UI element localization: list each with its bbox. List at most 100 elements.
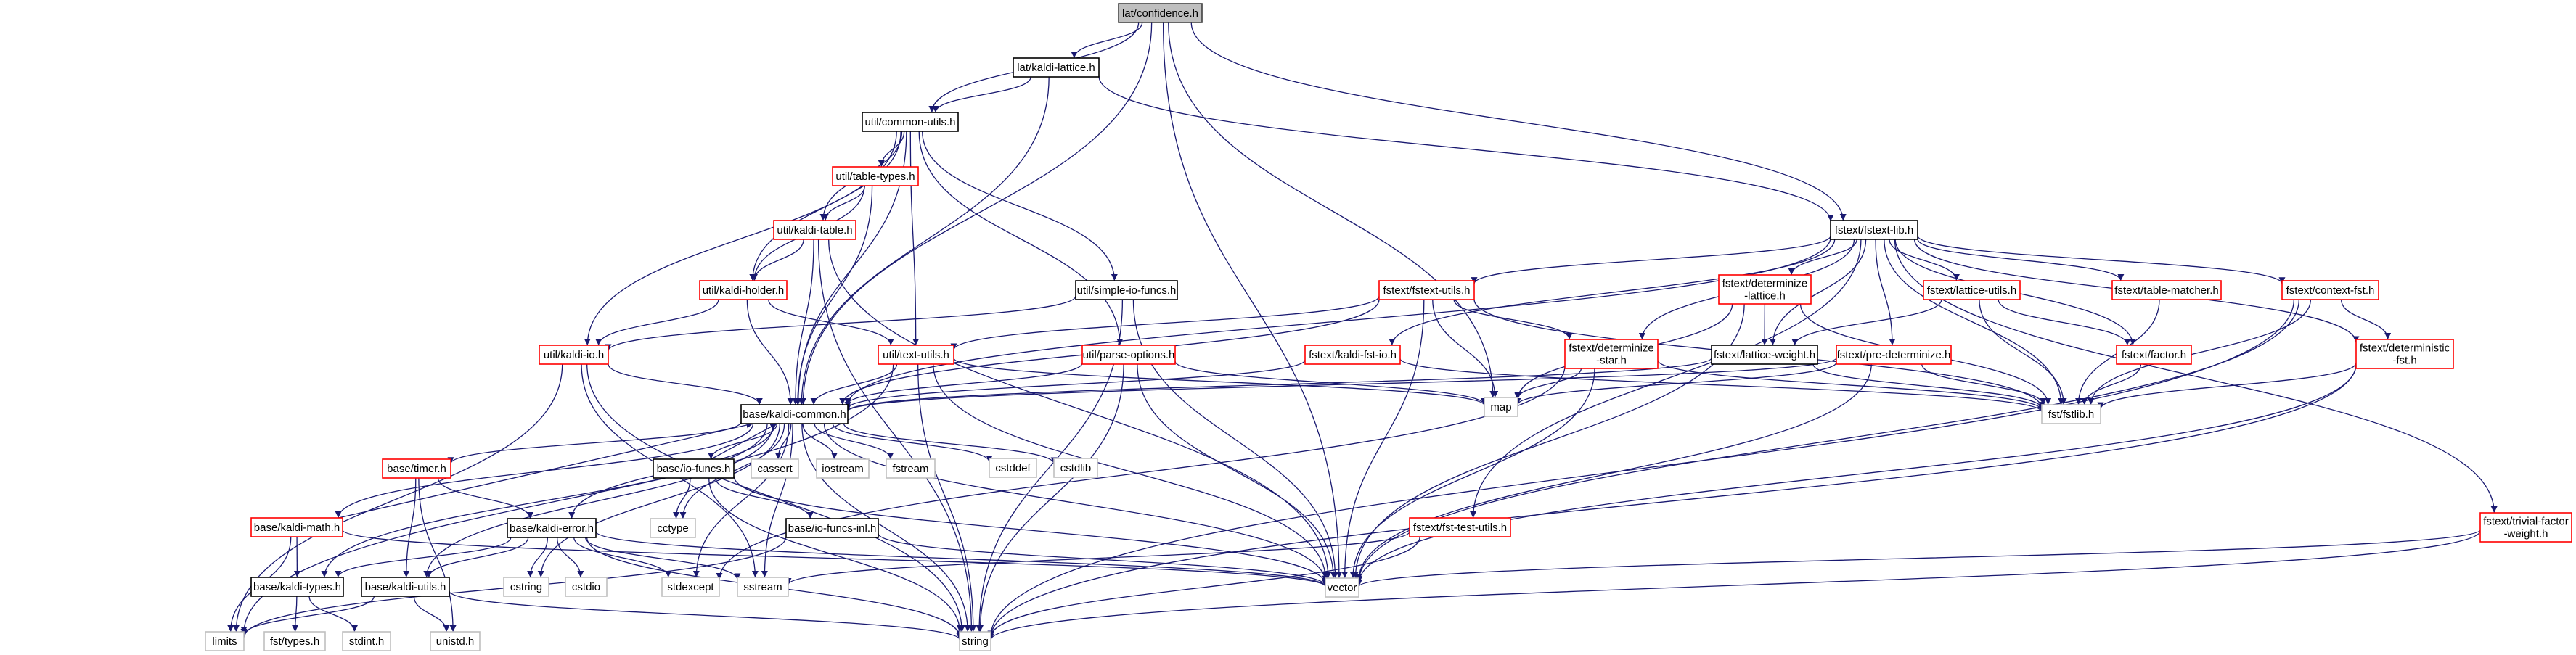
node-box — [382, 458, 451, 479]
node-fst-test-utils[interactable]: fstext/fst-test-utils.h — [1409, 517, 1511, 537]
edge-common-utils-to-table-types — [878, 131, 905, 168]
node-label: cstring — [510, 581, 542, 593]
node-kaldi-types[interactable]: base/kaldi-types.h — [250, 577, 344, 597]
edge-lattice-utils-to-fstlib — [1979, 299, 2067, 405]
node-determinize-lattice[interactable]: fstext/determinize-lattice.h — [1718, 274, 1812, 305]
node-kaldi-utils[interactable]: base/kaldi-utils.h — [361, 577, 450, 597]
node-label: fstext/context-fst.h — [2286, 284, 2375, 297]
node-deterministic-fst[interactable]: fstext/deterministic-fst.h — [2355, 339, 2454, 369]
node-text-utils[interactable]: util/text-utils.h — [878, 345, 954, 365]
edge-kaldi-common-to-kaldi-types — [321, 423, 768, 578]
node-kaldi-fst-io[interactable]: fstext/kaldi-fst-io.h — [1304, 345, 1401, 365]
node-common-utils[interactable]: util/common-utils.h — [862, 112, 959, 132]
edge-fstext-lib-to-lattice-weight — [1769, 239, 1867, 346]
edge-fstext-utils-to-determinize-star — [1453, 299, 1573, 340]
edge-kaldi-common-to-sstream — [761, 423, 793, 578]
edge-fstext-lib-to-lattice-utils — [1889, 239, 1960, 281]
node-table-matcher[interactable]: fstext/table-matcher.h — [2111, 280, 2222, 300]
node-determinize-star[interactable]: fstext/determinize-star.h — [1564, 339, 1659, 369]
edge-kaldi-error-to-vector — [595, 531, 1329, 587]
edge-trivial-factor-weight-to-vector — [1355, 529, 2481, 588]
edge-kaldi-utils-to-limits — [240, 596, 375, 636]
node-kaldi-table[interactable]: util/kaldi-table.h — [773, 220, 856, 240]
node-lattice-utils[interactable]: fstext/lattice-utils.h — [1923, 280, 2021, 300]
node-simple-io-funcs[interactable]: util/simple-io-funcs.h — [1075, 280, 1178, 300]
node-label: util/parse-options.h — [1083, 349, 1175, 361]
edge-confidence-to-map — [1168, 22, 1497, 398]
edge-fstext-lib-to-determinize-lattice — [1788, 239, 1857, 276]
node-box — [361, 577, 450, 597]
edge-lattice-weight-to-kaldi-common — [844, 357, 1712, 412]
node-pre-determinize[interactable]: fstext/pre-determinize.h — [1836, 345, 1952, 365]
edge-pre-determinize-to-vector — [1355, 363, 1872, 581]
node-kaldi-error[interactable]: base/kaldi-error.h — [507, 518, 597, 538]
edge-fstext-lib-to-kaldi-fst-io — [1389, 239, 1836, 346]
node-lattice-weight[interactable]: fstext/lattice-weight.h — [1711, 345, 1818, 365]
node-fst-types: fst/types.h — [263, 631, 326, 651]
node-label: cstdlib — [1060, 462, 1092, 474]
edge-io-funcs-to-io-funcs-inl — [715, 477, 814, 519]
node-label: string — [962, 635, 989, 648]
node-stdexcept: stdexcept — [661, 577, 720, 597]
edge-fstext-utils-to-map — [1432, 299, 1499, 398]
node-cstdlib: cstdlib — [1053, 458, 1098, 478]
node-cstddef: cstddef — [989, 458, 1037, 478]
edge-kaldi-common-to-iostream — [802, 423, 838, 460]
node-box — [2281, 280, 2379, 300]
edge-kaldi-common-to-stdexcept — [692, 423, 790, 578]
node-label: util/kaldi-io.h — [544, 349, 604, 361]
node-label: stdint.h — [349, 635, 384, 648]
node-kaldi-io[interactable]: util/kaldi-io.h — [539, 345, 609, 365]
node-box — [1484, 397, 1518, 417]
node-table-types[interactable]: util/table-types.h — [832, 166, 919, 186]
node-label: util/kaldi-holder.h — [703, 284, 785, 297]
node-io-funcs-inl[interactable]: base/io-funcs-inl.h — [785, 518, 879, 538]
node-timer[interactable]: base/timer.h — [382, 458, 451, 479]
node-trivial-factor-weight[interactable]: fstext/trivial-factor-weight.h — [2479, 512, 2572, 543]
node-label: fstext/determinize — [1569, 342, 1654, 355]
node-box — [862, 112, 959, 132]
node-io-funcs[interactable]: base/io-funcs.h — [653, 458, 735, 479]
node-box — [785, 518, 879, 538]
edge-determinize-star-to-map — [1514, 368, 1582, 400]
node-kaldi-holder[interactable]: util/kaldi-holder.h — [699, 280, 788, 300]
node-kaldi-math[interactable]: base/kaldi-math.h — [250, 517, 343, 537]
edge-trivial-factor-weight-to-string — [987, 530, 2481, 640]
edge-io-funcs-to-string — [708, 477, 963, 633]
node-box — [2116, 345, 2192, 365]
node-parse-options[interactable]: util/parse-options.h — [1081, 345, 1176, 365]
node-box — [816, 458, 870, 479]
node-label: base/kaldi-math.h — [254, 522, 340, 534]
node-label: sstream — [743, 581, 782, 593]
node-box — [699, 280, 788, 300]
node-limits: limits — [205, 631, 245, 651]
edge-fstext-lib-to-context-fst — [1917, 235, 2286, 284]
node-sstream: sstream — [737, 577, 789, 597]
edge-io-funcs-to-vector — [733, 476, 1329, 585]
edge-lattice-utils-to-lattice-weight — [1791, 299, 1942, 346]
node-box — [886, 458, 936, 479]
node-context-fst[interactable]: fstext/context-fst.h — [2281, 280, 2379, 300]
node-factor[interactable]: fstext/factor.h — [2116, 345, 2192, 365]
edge-io-funcs-to-cctype — [673, 477, 691, 519]
node-confidence[interactable]: lat/confidence.h — [1118, 3, 1203, 23]
node-fstext-lib[interactable]: fstext/fstext-lib.h — [1830, 220, 1918, 240]
node-label: cassert — [757, 463, 793, 475]
node-fstext-utils[interactable]: fstext/fstext-utils.h — [1378, 280, 1475, 300]
edge-lattice-utils-to-factor — [1998, 299, 2131, 346]
node-kaldi-lattice[interactable]: lat/kaldi-lattice.h — [1013, 57, 1100, 78]
node-box — [250, 577, 344, 597]
node-kaldi-common[interactable]: base/kaldi-common.h — [740, 404, 849, 424]
edges-layer — [227, 22, 2498, 640]
node-box — [342, 631, 391, 651]
edge-kaldi-io-to-kaldi-common — [608, 363, 763, 405]
node-label: base/kaldi-types.h — [253, 581, 341, 593]
node-label: fstext/pre-determinize.h — [1837, 349, 1951, 361]
edge-fstext-lib-to-fst-test-utils — [1470, 239, 1862, 519]
node-label: fstext/lattice-utils.h — [1927, 284, 2016, 297]
edge-kaldi-holder-to-text-utils — [768, 299, 894, 346]
edge-common-utils-to-simple-io-funcs — [922, 131, 1118, 281]
edge-text-utils-to-map — [953, 358, 1488, 406]
node-box — [1836, 345, 1952, 365]
edge-fstext-lib-to-table-matcher — [1917, 239, 2125, 281]
